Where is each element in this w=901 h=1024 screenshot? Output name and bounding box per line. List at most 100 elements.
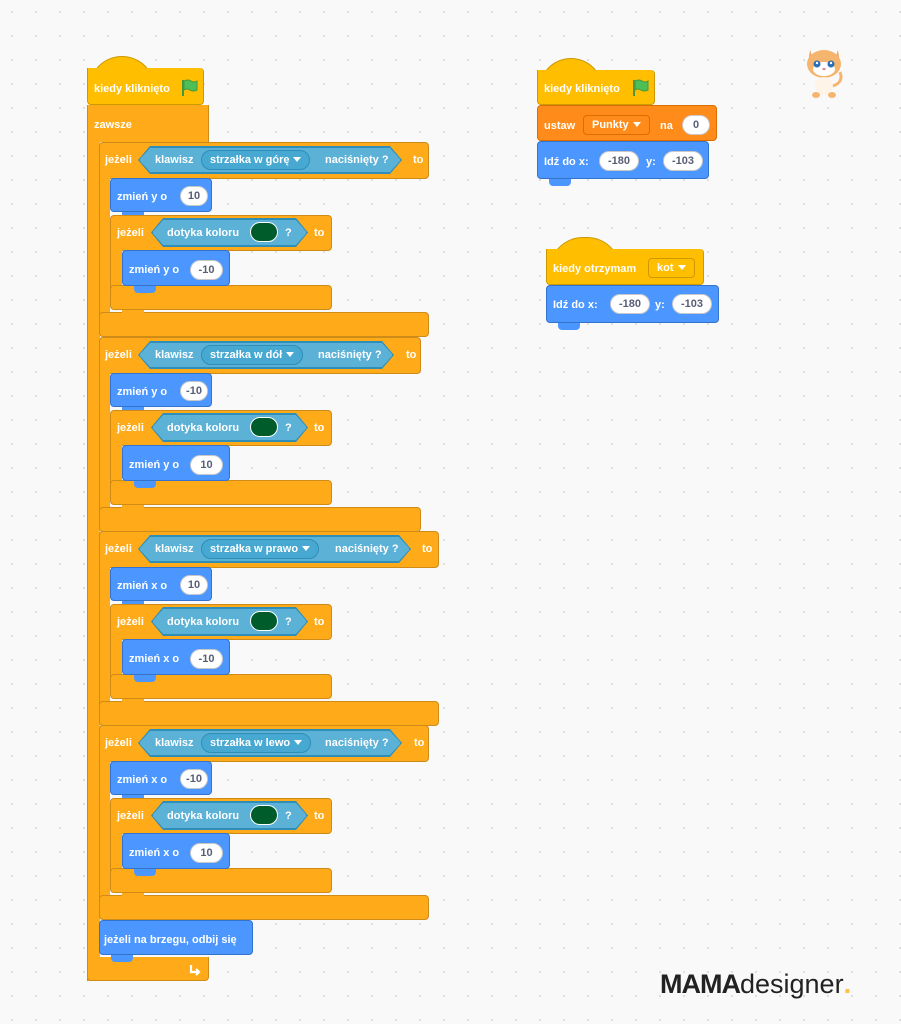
change-value-input-2[interactable]: 10 bbox=[180, 575, 208, 595]
touching-color-condition-1[interactable] bbox=[152, 414, 307, 441]
set-to-label: na bbox=[660, 120, 673, 132]
dropdown-caret-icon bbox=[677, 265, 686, 270]
touch-label: dotyka koloru bbox=[167, 422, 240, 434]
pressed-label: naciśnięty ? bbox=[325, 154, 389, 166]
loop-arrow-icon bbox=[189, 965, 201, 976]
inner-if-arm-3 bbox=[110, 825, 122, 875]
key-label: klawisz bbox=[155, 543, 194, 555]
if-label: jeżeli bbox=[105, 349, 132, 361]
brand-light: designer bbox=[739, 969, 844, 999]
inner-change-value-input-1[interactable]: 10 bbox=[190, 455, 223, 475]
then-label: to bbox=[414, 737, 425, 749]
color-swatch-2[interactable] bbox=[250, 611, 278, 631]
if-arm-2 bbox=[99, 561, 110, 711]
dropdown-value: strzałka w dół bbox=[210, 349, 283, 361]
dropdown-caret-icon bbox=[293, 157, 302, 162]
dropdown-value: Punkty bbox=[592, 119, 629, 131]
bounce-label: jeżeli na brzegu, odbij się bbox=[104, 934, 237, 946]
receive-goto-x-input[interactable]: -180 bbox=[610, 294, 650, 314]
message-dropdown[interactable]: kot bbox=[648, 258, 695, 278]
pressed-label: naciśnięty ? bbox=[318, 349, 382, 361]
inner-if-label: jeżeli bbox=[117, 227, 144, 239]
dropdown-value: strzałka w górę bbox=[210, 154, 290, 166]
touching-color-condition-3[interactable] bbox=[152, 802, 307, 829]
inner-if-label: jeżeli bbox=[117, 616, 144, 628]
start-hat-label: kiedy kliknięto bbox=[544, 83, 620, 95]
touch-label: dotyka koloru bbox=[167, 227, 240, 239]
inner-if-arm-1 bbox=[110, 437, 122, 487]
goto-y-input[interactable]: -103 bbox=[663, 151, 703, 171]
if-block-bottom-0 bbox=[99, 312, 429, 337]
set-label: ustaw bbox=[544, 120, 576, 132]
inner-change-block-3[interactable] bbox=[122, 833, 230, 869]
inner-if-label: jeżeli bbox=[117, 422, 144, 434]
forever-block-top[interactable] bbox=[87, 105, 209, 142]
inner-change-notch-3 bbox=[134, 869, 156, 876]
brand-dot: . bbox=[843, 969, 852, 999]
receive-goto-x-label: Idź do x: bbox=[553, 299, 598, 311]
change-value-input-3[interactable]: -10 bbox=[180, 769, 208, 789]
touch-question: ? bbox=[285, 616, 292, 628]
touch-question: ? bbox=[285, 422, 292, 434]
sprite-cat-icon[interactable] bbox=[802, 42, 846, 100]
inner-change-block-1[interactable] bbox=[122, 445, 230, 481]
inner-then-label: to bbox=[314, 422, 325, 434]
dropdown-caret-icon bbox=[286, 352, 295, 357]
green-flag-icon bbox=[182, 79, 198, 96]
key-dropdown-0[interactable]: strzałka w górę bbox=[201, 150, 311, 170]
start-goto-notch bbox=[549, 179, 571, 186]
inner-change-notch-1 bbox=[134, 481, 156, 488]
touching-color-condition-0[interactable] bbox=[152, 219, 307, 246]
inner-if-notch-0 bbox=[122, 310, 144, 317]
inner-change-value-input-3[interactable]: 10 bbox=[190, 843, 223, 863]
change-label: zmień y o bbox=[117, 386, 168, 398]
touching-color-condition-2[interactable] bbox=[152, 608, 307, 635]
if-arm-1 bbox=[99, 367, 110, 517]
key-dropdown-1[interactable]: strzałka w dół bbox=[201, 345, 304, 365]
inner-if-arm-2 bbox=[110, 631, 122, 681]
color-swatch-0[interactable] bbox=[250, 222, 278, 242]
key-dropdown-2[interactable]: strzałka w prawo bbox=[201, 539, 320, 559]
inner-change-value-input-2[interactable]: -10 bbox=[190, 649, 223, 669]
if-block-bottom-2 bbox=[99, 701, 439, 726]
bounce-notch bbox=[111, 955, 133, 962]
touch-question: ? bbox=[285, 227, 292, 239]
change-label: zmień x o bbox=[117, 580, 168, 592]
key-label: klawisz bbox=[155, 154, 194, 166]
if-label: jeżeli bbox=[105, 154, 132, 166]
if-arm-0 bbox=[99, 172, 110, 322]
if-arm-3 bbox=[99, 755, 110, 905]
dropdown-caret-icon bbox=[632, 122, 641, 127]
if-block-bottom-1 bbox=[99, 507, 421, 532]
inner-if-arm-0 bbox=[110, 242, 122, 292]
if-label: jeżeli bbox=[105, 737, 132, 749]
inner-change-notch-0 bbox=[134, 286, 156, 293]
inner-change-notch-2 bbox=[134, 675, 156, 682]
change-value-input-1[interactable]: -10 bbox=[180, 381, 208, 401]
dropdown-value: strzałka w lewo bbox=[210, 737, 291, 749]
color-swatch-1[interactable] bbox=[250, 417, 278, 437]
key-dropdown-3[interactable]: strzałka w lewo bbox=[201, 733, 312, 753]
variable-dropdown[interactable]: Punkty bbox=[583, 115, 650, 135]
receive-goto-notch bbox=[558, 323, 580, 330]
forever-block-bottom bbox=[87, 957, 209, 981]
if-block-bottom-3 bbox=[99, 895, 429, 920]
bounce-block[interactable] bbox=[99, 920, 253, 955]
forever-label: zawsze bbox=[94, 119, 132, 131]
touch-question: ? bbox=[285, 810, 292, 822]
inner-change-value-input-0[interactable]: -10 bbox=[190, 260, 223, 280]
change-label: zmień x o bbox=[117, 774, 168, 786]
color-swatch-3[interactable] bbox=[250, 805, 278, 825]
goto-x-input[interactable]: -180 bbox=[599, 151, 639, 171]
forever-arm bbox=[87, 105, 100, 981]
inner-if-label: jeżeli bbox=[117, 810, 144, 822]
change-value-input-0[interactable]: 10 bbox=[180, 186, 208, 206]
pressed-label: naciśnięty ? bbox=[335, 543, 399, 555]
pressed-label: naciśnięty ? bbox=[325, 737, 389, 749]
dropdown-caret-icon bbox=[302, 546, 311, 551]
inner-change-label: zmień x o bbox=[129, 653, 180, 665]
set-value-input[interactable]: 0 bbox=[682, 115, 710, 135]
brand-bold: MAMA bbox=[660, 969, 741, 999]
receive-goto-y-input[interactable]: -103 bbox=[672, 294, 712, 314]
